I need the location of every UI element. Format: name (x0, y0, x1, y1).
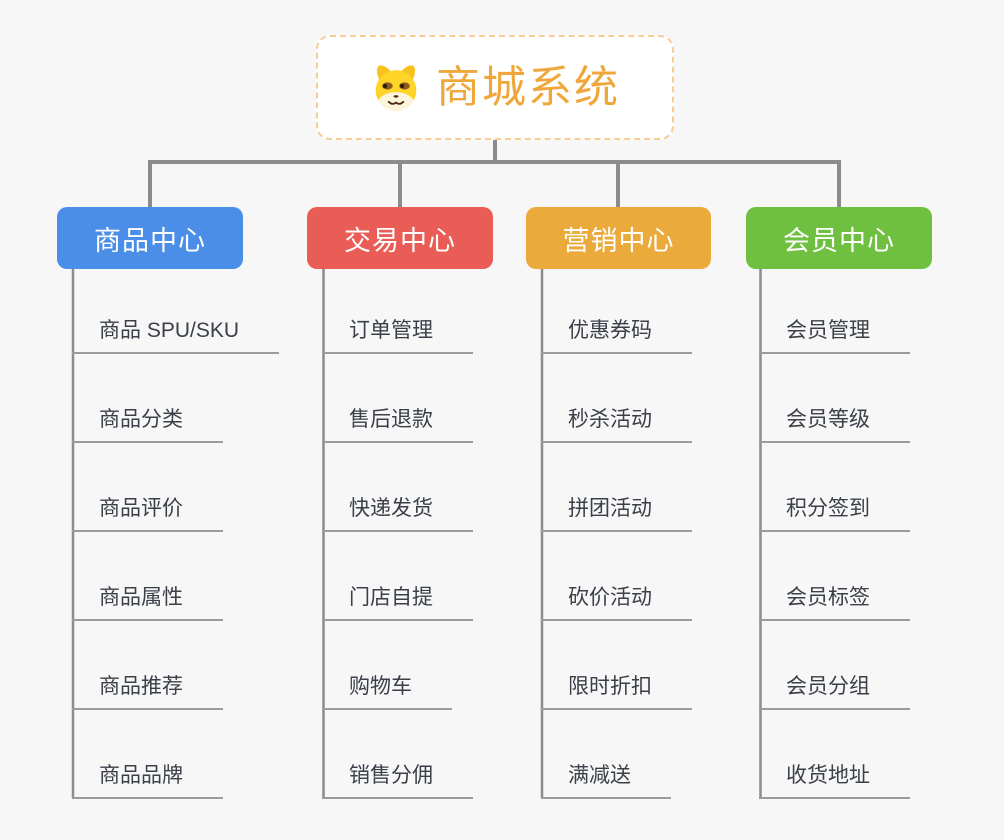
subtopic[interactable]: 砍价活动 (541, 583, 692, 621)
root-topic-title: 商城系统 (436, 62, 620, 112)
branch-label: 会员中心 (783, 225, 895, 256)
subtopic[interactable]: 优惠券码 (541, 316, 692, 354)
branch-label: 营销中心 (562, 225, 675, 256)
branch-topic-member-center[interactable]: 会员中心 (746, 207, 932, 269)
subtopic[interactable]: 会员等级 (759, 405, 910, 443)
subtopic[interactable]: 积分签到 (759, 494, 910, 532)
dog-face-icon (370, 62, 422, 114)
branch-label: 交易中心 (344, 225, 456, 256)
subtopic[interactable]: 门店自提 (322, 583, 473, 621)
subtopic[interactable]: 商品评价 (72, 494, 223, 532)
subtopic[interactable]: 商品推荐 (72, 672, 223, 710)
subtopic[interactable]: 商品属性 (72, 583, 223, 621)
subtopic[interactable]: 满减送 (541, 761, 671, 799)
subtopic[interactable]: 订单管理 (322, 316, 473, 354)
subtopic[interactable]: 会员管理 (759, 316, 910, 354)
branch-topic-trade-center[interactable]: 交易中心 (307, 207, 493, 269)
subtopic[interactable]: 拼团活动 (541, 494, 692, 532)
subtopic[interactable]: 销售分佣 (322, 761, 473, 799)
subtopic[interactable]: 收货地址 (759, 761, 910, 799)
subtopic[interactable]: 会员分组 (759, 672, 910, 710)
subtopic[interactable]: 售后退款 (322, 405, 473, 443)
subtopic[interactable]: 限时折扣 (541, 672, 692, 710)
branch-topic-product-center[interactable]: 商品中心 (57, 207, 243, 269)
branch-topic-marketing-center[interactable]: 营销中心 (526, 207, 711, 269)
subtopic[interactable]: 商品 SPU/SKU (72, 316, 280, 354)
subtopic[interactable]: 购物车 (322, 672, 452, 710)
branch-label: 商品中心 (94, 225, 206, 256)
root-topic[interactable]: 商城系统 (316, 35, 674, 140)
subtopic[interactable]: 快递发货 (322, 494, 473, 532)
subtopic[interactable]: 会员标签 (759, 583, 910, 621)
subtopic[interactable]: 商品品牌 (72, 761, 223, 799)
subtopic[interactable]: 秒杀活动 (541, 405, 692, 443)
subtopic[interactable]: 商品分类 (72, 405, 223, 443)
